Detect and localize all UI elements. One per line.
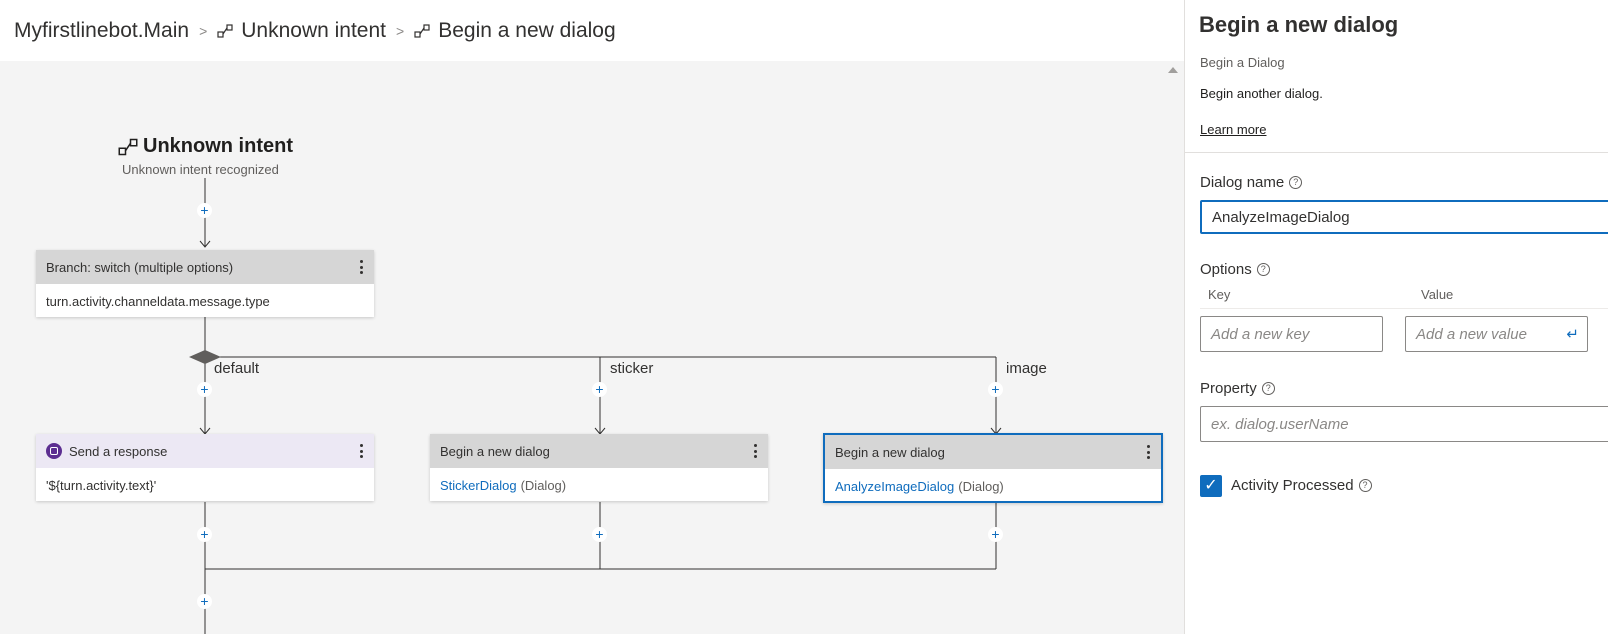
node-header-label: Begin a new dialog: [440, 443, 550, 459]
divider: [1185, 152, 1608, 153]
add-action-button[interactable]: +: [592, 527, 607, 542]
dialog-name-value: AnalyzeImageDialog: [1212, 208, 1350, 226]
dialog-icon: [414, 23, 430, 38]
bot-response-icon: [46, 443, 62, 459]
send-response-node[interactable]: Send a response '${turn.activity.text}': [36, 434, 374, 501]
node-header-label: Branch: switch (multiple options): [46, 259, 234, 275]
activity-processed-label: Activity Processed ?: [1231, 477, 1372, 494]
more-options-icon[interactable]: [356, 258, 366, 276]
checkmark-icon: ✓: [1204, 477, 1218, 494]
switch-node[interactable]: Branch: switch (multiple options) turn.a…: [36, 250, 374, 317]
option-value-input[interactable]: Add a new value ↵: [1405, 316, 1588, 352]
add-action-button[interactable]: +: [592, 382, 607, 397]
add-action-button[interactable]: +: [988, 382, 1003, 397]
begin-dialog-node-sticker[interactable]: Begin a new dialog StickerDialog (Dialog…: [430, 434, 768, 501]
flow-canvas[interactable]: Unknown intent Unknown intent recognized…: [0, 61, 1184, 634]
trigger-icon: [217, 23, 233, 38]
panel-description: Begin another dialog.: [1200, 86, 1323, 101]
branch-label-sticker: sticker: [610, 360, 654, 377]
dialog-kind: (Dialog): [958, 478, 1004, 494]
node-header-label: Begin a new dialog: [835, 444, 945, 460]
dialog-name-label: Dialog name ?: [1200, 174, 1303, 191]
activity-processed-checkbox[interactable]: ✓: [1200, 475, 1222, 497]
trigger-title[interactable]: Unknown intent: [118, 135, 293, 158]
add-action-button[interactable]: +: [197, 203, 212, 218]
add-action-button[interactable]: +: [197, 382, 212, 397]
help-icon[interactable]: ?: [1256, 263, 1270, 276]
more-options-icon[interactable]: [356, 442, 366, 460]
node-header: Begin a new dialog: [825, 435, 1161, 469]
dialog-kind: (Dialog): [520, 477, 567, 493]
options-label: Options ?: [1200, 261, 1270, 278]
trigger-subtitle: Unknown intent recognized: [122, 162, 279, 177]
switch-diamond: [189, 350, 221, 364]
dialog-link[interactable]: AnalyzeImageDialog: [835, 478, 955, 494]
breadcrumb-label: Unknown intent: [241, 18, 387, 42]
node-header-label: Send a response: [69, 443, 168, 459]
panel-title: Begin a new dialog: [1199, 12, 1399, 37]
value-column-header: Value: [1421, 287, 1454, 302]
dialog-name-field[interactable]: AnalyzeImageDialog: [1200, 200, 1608, 234]
breadcrumb-item-unknown-intent[interactable]: Unknown intent: [217, 19, 386, 43]
scroll-up-icon[interactable]: [1168, 67, 1178, 73]
divider: [1200, 308, 1608, 309]
breadcrumb-label: Begin a new dialog: [438, 18, 616, 42]
option-key-input[interactable]: Add a new key: [1200, 316, 1383, 352]
help-icon[interactable]: ?: [1358, 479, 1372, 492]
key-column-header: Key: [1208, 287, 1231, 302]
help-icon[interactable]: ?: [1261, 382, 1275, 395]
breadcrumb-label: Myfirstlinebot.Main: [14, 18, 190, 42]
property-field[interactable]: ex. dialog.userName: [1200, 406, 1608, 442]
add-action-button[interactable]: +: [197, 594, 212, 609]
property-label: Property ?: [1200, 380, 1275, 397]
more-options-icon[interactable]: [1143, 443, 1153, 461]
learn-more-link[interactable]: Learn more: [1200, 122, 1267, 137]
begin-dialog-node-image[interactable]: Begin a new dialog AnalyzeImageDialog (D…: [823, 433, 1163, 503]
node-header: Begin a new dialog: [430, 434, 768, 468]
placeholder-text: ex. dialog.userName: [1211, 415, 1349, 433]
node-body: '${turn.activity.text}': [46, 477, 157, 493]
breadcrumb-item-begin-dialog[interactable]: Begin a new dialog: [414, 18, 616, 43]
more-options-icon[interactable]: [750, 442, 760, 460]
node-header: Send a response: [36, 434, 374, 468]
property-panel: Begin a new dialog Begin a Dialog Begin …: [1184, 0, 1608, 634]
help-icon[interactable]: ?: [1289, 176, 1303, 189]
branch-label-image: image: [1006, 360, 1047, 377]
label-text: Options: [1200, 261, 1252, 278]
breadcrumb: Myfirstlinebot.Main > Unknown intent > B…: [0, 0, 1184, 61]
chevron-right-icon: >: [199, 22, 208, 39]
trigger-title-label: Unknown intent: [143, 135, 293, 157]
add-action-button[interactable]: +: [197, 527, 212, 542]
dialog-link[interactable]: StickerDialog: [440, 477, 517, 493]
branch-label-default: default: [214, 360, 260, 377]
node-body: AnalyzeImageDialog (Dialog): [825, 469, 1161, 503]
chevron-right-icon: >: [396, 22, 405, 39]
add-action-button[interactable]: +: [988, 527, 1003, 542]
node-body: turn.activity.channeldata.message.type: [46, 293, 270, 309]
panel-subtitle: Begin a Dialog: [1200, 55, 1285, 70]
label-text: Property: [1200, 380, 1257, 397]
enter-icon[interactable]: ↵: [1566, 326, 1579, 343]
node-header: Branch: switch (multiple options): [36, 250, 374, 284]
breadcrumb-item-main[interactable]: Myfirstlinebot.Main: [14, 19, 189, 43]
vertical-scrollbar[interactable]: [1164, 61, 1184, 634]
node-body: StickerDialog (Dialog): [430, 468, 768, 502]
label-text: Dialog name: [1200, 174, 1285, 191]
placeholder-text: Add a new key: [1211, 325, 1310, 343]
label-text: Activity Processed: [1231, 477, 1354, 494]
placeholder-text: Add a new value: [1416, 325, 1527, 343]
trigger-icon: [118, 138, 138, 155]
